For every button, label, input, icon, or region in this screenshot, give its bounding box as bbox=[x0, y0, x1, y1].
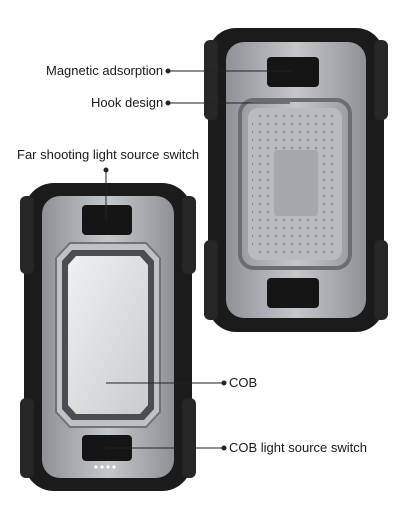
callout-dot-cob bbox=[221, 380, 227, 386]
front-device bbox=[20, 183, 196, 491]
front-bumper-corner-tr bbox=[182, 196, 196, 274]
label-far-shooting-switch: Far shooting light source switch bbox=[17, 147, 200, 162]
cob-lens bbox=[68, 256, 148, 414]
magnet-block-bottom bbox=[267, 278, 319, 308]
front-bumper-corner-br bbox=[182, 398, 196, 478]
battery-indicator bbox=[94, 465, 116, 469]
back-bumper-corner-tl bbox=[204, 40, 218, 120]
back-bumper-corner-br bbox=[374, 240, 388, 320]
magnet-block-top bbox=[267, 57, 319, 87]
indicator-dot bbox=[112, 465, 116, 469]
label-magnetic-adsorption: Magnetic adsorption bbox=[46, 63, 164, 78]
callout-dot-magnetic bbox=[165, 68, 171, 74]
far-shooting-switch-button[interactable] bbox=[82, 205, 132, 235]
callout-dot-cob-switch bbox=[221, 445, 227, 451]
hook-plate-center bbox=[274, 150, 318, 216]
back-bumper-corner-bl bbox=[204, 240, 218, 320]
indicator-dot bbox=[106, 465, 110, 469]
back-bumper-corner-tr bbox=[374, 40, 388, 120]
front-bumper-corner-tl bbox=[20, 196, 34, 274]
indicator-dot bbox=[94, 465, 98, 469]
label-hook-design: Hook design bbox=[91, 95, 164, 110]
label-cob: COB bbox=[229, 375, 258, 390]
callout-dot-far-switch bbox=[103, 167, 109, 173]
hook-ring bbox=[238, 98, 352, 270]
label-cob-light-source-switch: COB light source switch bbox=[229, 440, 367, 455]
callout-dot-hook bbox=[165, 100, 171, 106]
indicator-dot bbox=[100, 465, 104, 469]
back-device bbox=[204, 28, 388, 332]
front-bumper-corner-bl bbox=[20, 398, 34, 478]
callout-lines bbox=[103, 68, 292, 451]
